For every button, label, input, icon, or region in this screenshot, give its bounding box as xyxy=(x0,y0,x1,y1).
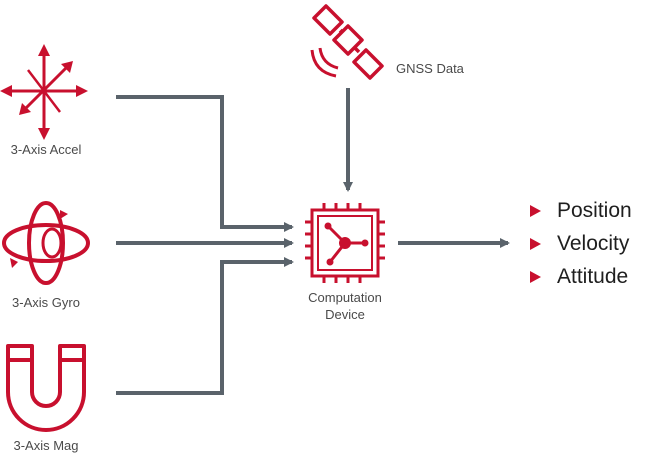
output-label: Position xyxy=(557,199,632,222)
output-item-attitude: Attitude xyxy=(530,265,628,289)
accel-label: 3-Axis Accel xyxy=(10,142,82,157)
gnss-label: GNSS Data xyxy=(396,61,464,76)
mag-label: 3-Axis Mag xyxy=(13,438,79,453)
gyro-label: 3-Axis Gyro xyxy=(12,295,80,310)
triangle-bullet-icon xyxy=(530,271,541,283)
device-label-line1: Computation xyxy=(308,290,382,305)
output-label: Velocity xyxy=(557,232,630,255)
device-label-line2: Device xyxy=(325,307,365,322)
output-label: Attitude xyxy=(557,265,629,288)
triangle-bullet-icon xyxy=(530,238,541,250)
triangle-bullet-icon xyxy=(530,205,541,217)
mag-connector xyxy=(116,257,294,395)
accel-connector xyxy=(116,95,294,232)
output-item-position: Position xyxy=(530,199,632,223)
device-label: Computation Device xyxy=(308,290,382,322)
output-item-velocity: Velocity xyxy=(530,232,629,256)
